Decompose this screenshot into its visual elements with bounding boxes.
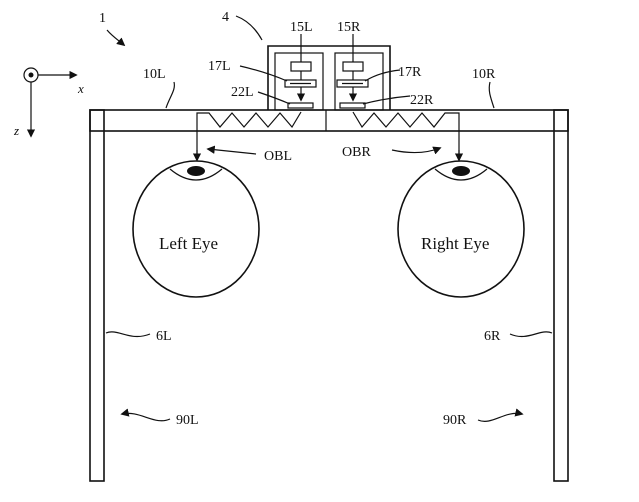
frame-right xyxy=(553,109,569,482)
label-frame-right: 6R xyxy=(484,329,501,344)
coupler-right xyxy=(339,102,366,109)
label-beam-right: OBR xyxy=(342,145,371,160)
label-coupler-left: 22L xyxy=(231,85,254,100)
label-projector-left: 15L xyxy=(290,20,313,35)
coupler-left xyxy=(287,102,314,109)
label-eyebox-right: 90R xyxy=(443,413,467,428)
leaders xyxy=(105,15,553,422)
eye-left: Left Eye xyxy=(132,160,260,298)
label-waveguide-right: 10R xyxy=(472,67,496,82)
label-projector-right: 15R xyxy=(337,20,361,35)
label-coupler-right: 22R xyxy=(410,93,434,108)
figure-number: 1 xyxy=(99,11,106,26)
label-eyebox-left: 90L xyxy=(176,413,199,428)
eye-right-label: Right Eye xyxy=(421,234,489,253)
label-waveguide-left: 10L xyxy=(143,67,166,82)
label-unit: 4 xyxy=(222,10,229,25)
reference-labels: 4 15L 15R 17L 17R 22L 22R 10L 10R OBL OB… xyxy=(143,10,501,428)
projector-unit xyxy=(267,34,391,111)
eye-left-label: Left Eye xyxy=(159,234,218,253)
eye-right: Right Eye xyxy=(397,160,525,298)
light-path-right xyxy=(352,111,464,162)
label-lens-left: 17L xyxy=(208,59,231,74)
frame-left xyxy=(89,109,105,482)
waveguide-bar xyxy=(89,109,569,132)
projector-left xyxy=(290,61,312,72)
axis-x-label: x xyxy=(77,81,84,96)
projector-right xyxy=(342,61,364,72)
coordinate-axes: x z xyxy=(13,67,84,138)
label-lens-right: 17R xyxy=(398,65,422,80)
axis-z-label: z xyxy=(13,123,19,138)
label-beam-left: OBL xyxy=(264,149,292,164)
light-path-left xyxy=(192,111,302,162)
label-frame-left: 6L xyxy=(156,329,172,344)
figure-ref: 1 xyxy=(99,11,126,47)
